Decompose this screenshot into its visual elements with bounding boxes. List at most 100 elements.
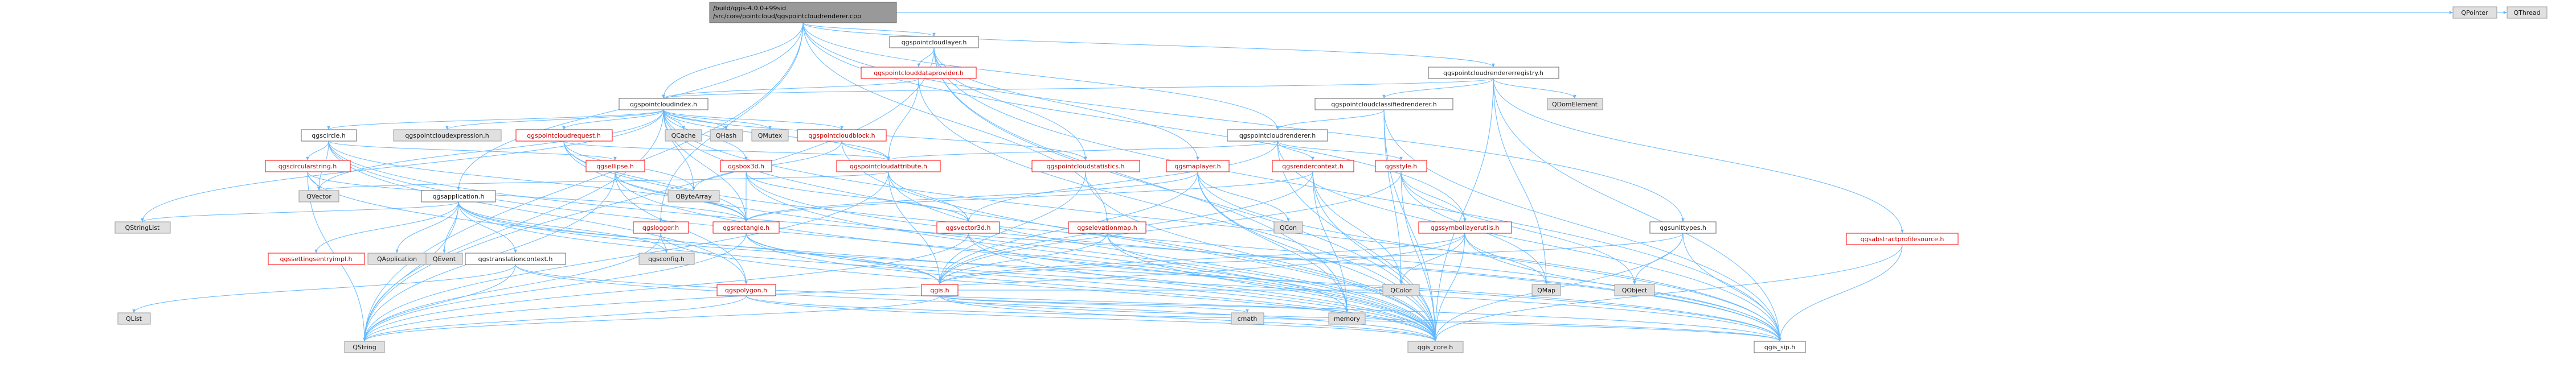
node-label: qgspointcloudclassifiedrenderer.h	[1331, 101, 1436, 108]
include-edge-qgsrectangle-h-to-qgis-core-h	[746, 233, 1437, 342]
graph-node-qgspointcloudclassifiedrenderer-h[interactable]: qgspointcloudclassifiedrenderer.h	[1314, 98, 1453, 110]
node-label: QMutex	[758, 132, 783, 139]
graph-node-qgspointclouddataprovider-h[interactable]: qgspointclouddataprovider.h	[861, 67, 977, 79]
graph-node-qgssymbollayerutils-h[interactable]: qgssymbollayerutils.h	[1418, 221, 1512, 234]
include-edge-qgspolygon-h-to-qstring	[363, 295, 747, 342]
graph-node-qgsellipse-h[interactable]: qgsellipse.h	[585, 160, 645, 172]
graph-node-qgis-sip-h[interactable]: qgis_sip.h	[1754, 341, 1806, 353]
include-edge-qgspointcloudrendererregistry-h-to-qgis-core-h	[1434, 78, 1494, 342]
graph-node-qgsrendercontext-h[interactable]: qgsrendercontext.h	[1272, 160, 1354, 172]
graph-node-qgspointcloudrequest-h[interactable]: qgspointcloudrequest.h	[515, 129, 613, 142]
include-edge-qgsunittypes-h-to-qgis-h	[938, 233, 1684, 285]
include-edge-qgsapplication-h-to-qgssettingsentryimpl-h	[314, 201, 459, 254]
node-box	[1273, 221, 1303, 234]
include-edge-qgspointcloudindex-h-to-qbytearray	[663, 109, 695, 191]
graph-node-qgsstyle-h[interactable]: qgsstyle.h	[1375, 160, 1427, 172]
graph-node-qgspolygon-h[interactable]: qgspolygon.h	[716, 284, 776, 296]
graph-node-qgspointcloudrendererregistry-h[interactable]: qgspointcloudrendererregistry.h	[1428, 67, 1559, 79]
graph-node-qgspointcloudexpression-h: qgspointcloudexpression.h	[393, 129, 502, 142]
node-box	[619, 98, 708, 110]
graph-node-qgsabstractprofilesource-h[interactable]: qgsabstractprofilesource.h	[1846, 233, 1959, 245]
node-label: qgsabstractprofilesource.h	[1861, 235, 1944, 243]
include-edge-qgsmaplayer-h-to-qgsrectangle-h	[744, 171, 1198, 222]
graph-node-root[interactable]: /build/qgis-4.0.0+99sid/src/core/pointcl…	[709, 2, 897, 23]
graph-node-qgscircularstring-h[interactable]: qgscircularstring.h	[265, 160, 351, 172]
graph-node-memory: memory	[1328, 312, 1366, 325]
graph-node-qgsmaplayer-h[interactable]: qgsmaplayer.h	[1166, 160, 1230, 172]
node-box	[1614, 284, 1655, 296]
graph-node-qgspointcloudlayer-h[interactable]: qgspointcloudlayer.h	[889, 36, 979, 48]
include-edge-qgsvector3d-h-to-qgis-sip-h	[968, 233, 1782, 342]
include-edge-qgsmaplayer-h-to-qcon	[1197, 171, 1290, 222]
graph-node-qlist: QList	[117, 312, 151, 325]
node-label: qgsconfig.h	[648, 255, 685, 263]
include-edge-qgsstyle-h-to-qobject	[1400, 171, 1636, 285]
include-edge-qgspointcloudblock-h-to-qgspointcloudattribute-h	[841, 141, 890, 161]
include-edge-qgsapplication-h-to-qgis-h	[458, 201, 941, 285]
graph-node-qcon: QCon	[1273, 221, 1303, 234]
node-box	[1375, 160, 1427, 172]
graph-node-qgsbox3d-h[interactable]: qgsbox3d.h	[720, 160, 772, 172]
graph-node-qgselevationmap-h[interactable]: qgselevationmap.h	[1068, 221, 1146, 234]
graph-node-qgspointcloudattribute-h[interactable]: qgspointcloudattribute.h	[836, 160, 941, 172]
include-edge-qgssymbollayerutils-h-to-qcolor	[1399, 233, 1465, 285]
include-edge-root-to-qgslogger-h	[659, 22, 804, 222]
node-label: qgspointcloudattribute.h	[850, 163, 927, 170]
include-edge-qgslogger-h-to-qgsconfig-h	[660, 233, 668, 254]
node-box	[393, 129, 502, 142]
node-box	[936, 221, 1000, 234]
include-edge-qgstranslationcontext-h-to-qgis-sip-h	[515, 264, 1782, 342]
include-edge-qgscircle-h-to-qgscircularstring-h	[306, 141, 329, 161]
node-label: qgsbox3d.h	[728, 163, 764, 170]
graph-node-qgspointcloudstatistics-h[interactable]: qgspointcloudstatistics.h	[1031, 160, 1140, 172]
include-edge-qgsrendercontext-h-to-memory	[1312, 171, 1349, 313]
graph-node-qgscircle-h[interactable]: qgscircle.h	[301, 129, 357, 142]
node-box	[425, 253, 463, 265]
node-box	[1231, 312, 1264, 325]
include-edge-qgspointcloudlayer-h-to-memory	[933, 47, 1349, 313]
node-box	[921, 284, 959, 296]
include-edge-qgspointcloudindex-h-to-qgspointcloudblock-h	[663, 109, 843, 130]
graph-node-qstring: QString	[344, 341, 385, 353]
include-edge-qgspointcloudrenderer-h-to-qgsrendercontext-h	[1277, 141, 1314, 161]
include-edge-qgspointcloudrendererregistry-h-to-qgspointcloudclassifiedrenderer-h	[1382, 78, 1494, 99]
include-edge-qgspointcloudindex-h-to-qgspointcloudrequest-h	[562, 109, 664, 130]
node-box	[1547, 98, 1603, 110]
include-edge-qgis-h-to-qstring	[363, 295, 940, 342]
include-edge-qgspointcloudlayer-h-to-qgspointclouddataprovider-h	[917, 47, 935, 68]
node-label: qgsellipse.h	[596, 163, 634, 170]
node-box	[344, 341, 385, 353]
graph-node-qgis-h[interactable]: qgis.h	[921, 284, 959, 296]
graph-node-qgspointcloudblock-h[interactable]: qgspointcloudblock.h	[797, 129, 887, 142]
node-label: qgspointclouddataprovider.h	[874, 69, 964, 77]
node-box	[1068, 221, 1146, 234]
node-box	[2452, 6, 2497, 19]
include-edge-qgspointcloudrequest-h-to-qgspointcloudattribute-h	[563, 141, 890, 161]
graph-node-qgsrectangle-h[interactable]: qgsrectangle.h	[712, 221, 780, 234]
include-edge-qgscircle-h-to-qgsrectangle-h	[328, 141, 748, 222]
graph-node-qgstranslationcontext-h[interactable]: qgstranslationcontext.h	[465, 253, 566, 265]
graph-node-qgssettingsentryimpl-h[interactable]: qgssettingsentryimpl.h	[268, 253, 365, 265]
graph-node-qgslogger-h[interactable]: qgslogger.h	[633, 221, 689, 234]
include-edge-qgspointcloudrendererregistry-h-to-qgspointcloudindex-h	[662, 78, 1494, 99]
include-edge-qgspointcloudattribute-h-to-qgis-core-h	[888, 171, 1437, 342]
graph-node-qgspointcloudrenderer-h[interactable]: qgspointcloudrenderer.h	[1227, 129, 1328, 142]
node-box	[710, 129, 743, 142]
node-label: qgspointcloudrendererregistry.h	[1443, 69, 1543, 77]
graph-node-qgsunittypes-h[interactable]: qgsunittypes.h	[1649, 221, 1717, 234]
include-edge-qgspointcloudclassifiedrenderer-h-to-qgspointcloudrenderer-h	[1276, 109, 1385, 130]
node-box	[2507, 6, 2548, 19]
graph-node-qgsvector3d-h[interactable]: qgsvector3d.h	[936, 221, 1000, 234]
node-label: qgspolygon.h	[725, 287, 767, 294]
graph-node-qgsapplication-h[interactable]: qgsapplication.h	[421, 190, 496, 203]
node-box	[633, 221, 689, 234]
node-box	[797, 129, 887, 142]
node-box	[720, 160, 772, 172]
node-label: memory	[1334, 315, 1360, 323]
include-edge-qgspointcloudattribute-h-to-qvector	[317, 171, 889, 191]
include-edge-qgsapplication-h-to-qstring	[363, 201, 459, 342]
include-edge-qgis-h-to-memory	[939, 295, 1349, 313]
graph-node-qgspointcloudindex-h[interactable]: qgspointcloudindex.h	[619, 98, 708, 110]
node-box	[1382, 284, 1420, 296]
